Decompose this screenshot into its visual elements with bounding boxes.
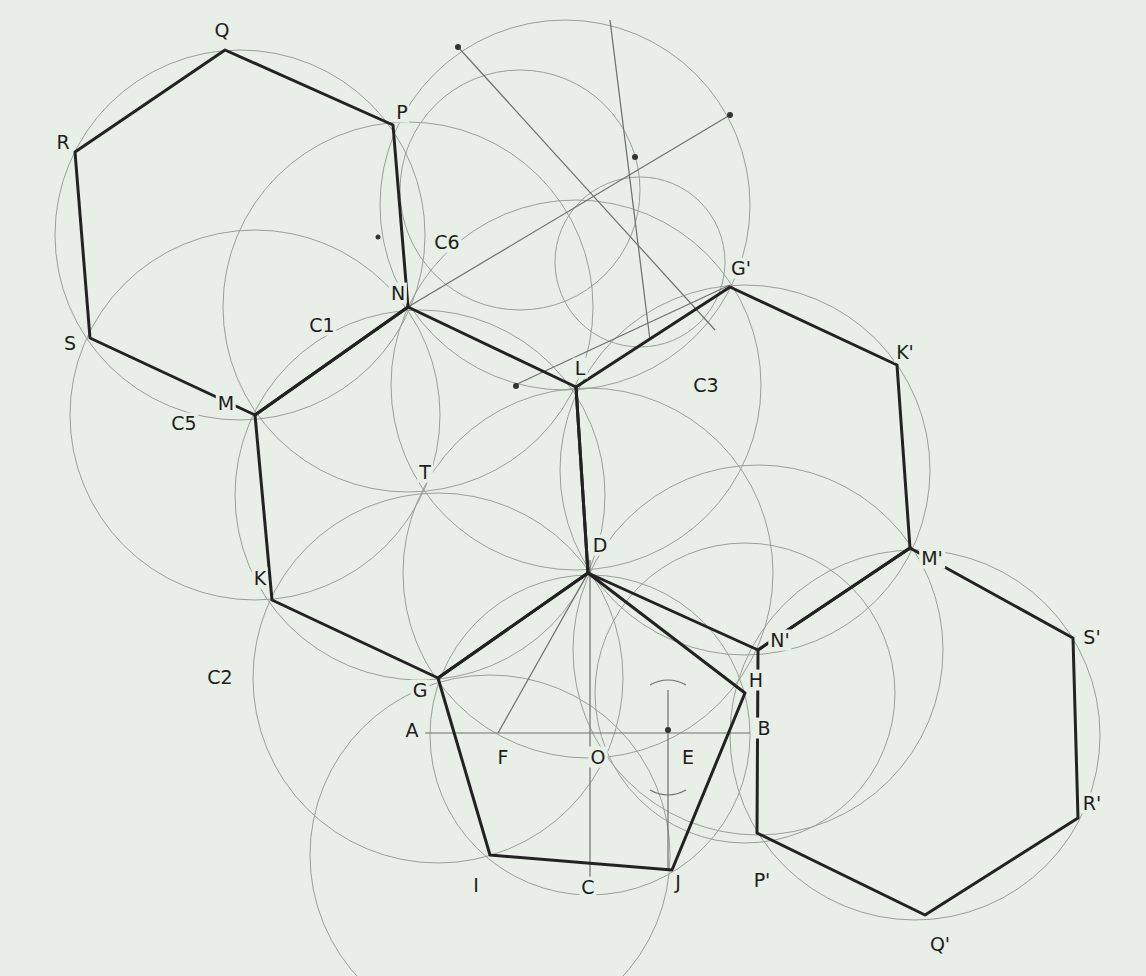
point-label: J [673,872,683,893]
point-label: M' [919,548,945,569]
point-label: M [216,393,236,414]
point-label: G [411,680,430,701]
construction-points [376,44,734,733]
point-label: B [755,718,772,739]
point-label: C5 [169,413,198,434]
point-label: N' [768,630,791,651]
point-label: E [680,747,696,768]
point-label: K' [894,342,916,363]
point-label: P' [752,870,773,891]
point-label: A [404,720,421,741]
hexagon [75,50,408,415]
point-label: G' [729,258,753,279]
hexagon [576,287,910,650]
point-label: H [747,670,765,691]
point-label: F [496,747,511,768]
point-label: K [252,568,268,589]
point-label: S [62,333,78,354]
hexagon [255,307,588,678]
point-label: P [394,102,409,123]
hexagon [757,548,1078,915]
point-label: L [573,358,588,379]
point-label: D [591,535,610,556]
point-label: C6 [432,232,461,253]
point-label: Q [213,20,232,41]
point-label: R [54,132,71,153]
point-label: T [417,462,433,483]
construction-circles [55,20,1100,976]
point-label: N [389,283,407,304]
polygon-outlines [75,50,1078,915]
point-label: I [471,875,481,896]
point-label: C [579,877,596,898]
point-label: Q' [928,934,952,955]
point-label: C1 [307,315,336,336]
point-label: C2 [205,667,234,688]
point-label: C3 [691,375,720,396]
point-label: O [589,747,608,768]
point-label: R' [1081,793,1103,814]
point-label: S' [1081,627,1102,648]
pentagon [438,573,745,870]
